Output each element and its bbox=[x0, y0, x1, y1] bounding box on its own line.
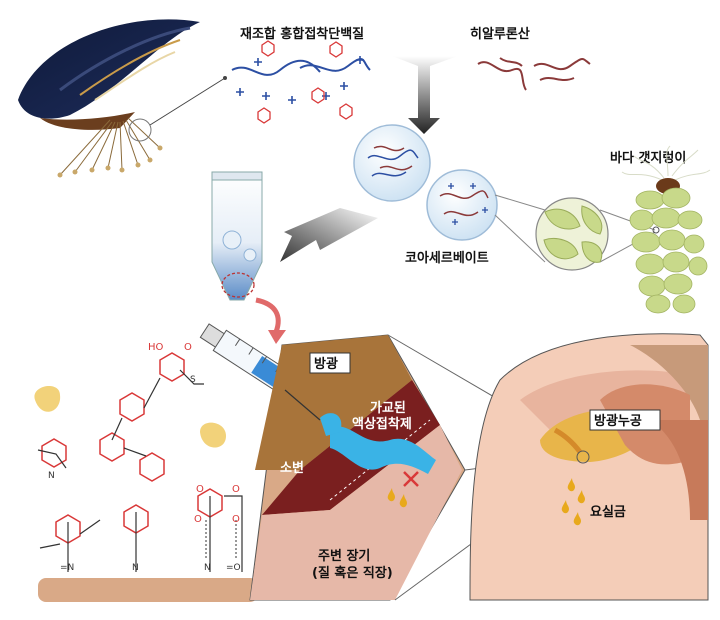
catechol-chemistry: O O HO O O O =N N N =O S N bbox=[34, 342, 258, 602]
bladder-label-box bbox=[309, 352, 351, 374]
bladder-label: 방광 bbox=[314, 356, 338, 372]
urine-label: 소변 bbox=[280, 461, 304, 476]
svg-text:=N: =N bbox=[60, 563, 74, 573]
surrounding-organ-label-line2: (질 혹은 직장) bbox=[312, 565, 393, 581]
svg-text:N: N bbox=[132, 563, 139, 573]
fistula-label-box bbox=[589, 409, 661, 431]
svg-text:O: O bbox=[194, 514, 202, 525]
svg-text:O: O bbox=[184, 342, 192, 353]
recombinant-protein-label: 재조합 홍합접착단백질 bbox=[240, 26, 364, 42]
svg-text:O: O bbox=[232, 514, 240, 525]
svg-text:N: N bbox=[204, 563, 211, 573]
svg-text:=O: =O bbox=[226, 563, 241, 573]
incontinence-label: 요실금 bbox=[590, 504, 626, 520]
tissue-cross-section: 방광 가교된 액상접착제 소변 주변 장기 (질 혹은 직장) bbox=[249, 334, 466, 601]
inject-arrow bbox=[255, 297, 286, 344]
centrifuge-tube bbox=[211, 171, 263, 301]
coacervate-droplets: 코아세르베이트 bbox=[353, 124, 498, 266]
pelvic-anatomy: 방광누공 요실금 bbox=[469, 333, 709, 601]
svg-text:HO: HO bbox=[148, 342, 164, 353]
crosslinked-adhesive-label-line1: 가교된 bbox=[370, 401, 406, 416]
svg-text:S: S bbox=[190, 375, 196, 385]
coacervate-label: 코아세르베이트 bbox=[405, 250, 489, 266]
vesicovaginal-fistula-label: 방광누공 bbox=[594, 413, 642, 429]
hyaluronic-acid-group: 히알루론산 bbox=[470, 26, 591, 91]
svg-text:N: N bbox=[48, 471, 55, 481]
hyaluronic-acid-label: 히알루론산 bbox=[470, 26, 530, 42]
separation-arrow bbox=[280, 208, 378, 262]
mixing-arrow bbox=[392, 56, 458, 134]
crosslinked-adhesive-label-line2: 액상접착제 bbox=[352, 416, 412, 432]
sandcastle-worm: 바다 갯지렁이 bbox=[610, 145, 711, 314]
svg-text:O: O bbox=[196, 484, 204, 495]
surrounding-organ-label-line1: 주변 장기 bbox=[318, 548, 370, 564]
svg-text:O: O bbox=[232, 484, 240, 495]
recombinant-protein-group: 재조합 홍합접착단백질 bbox=[231, 26, 371, 124]
magnified-cells bbox=[535, 197, 609, 271]
mussel-illustration bbox=[18, 19, 227, 178]
